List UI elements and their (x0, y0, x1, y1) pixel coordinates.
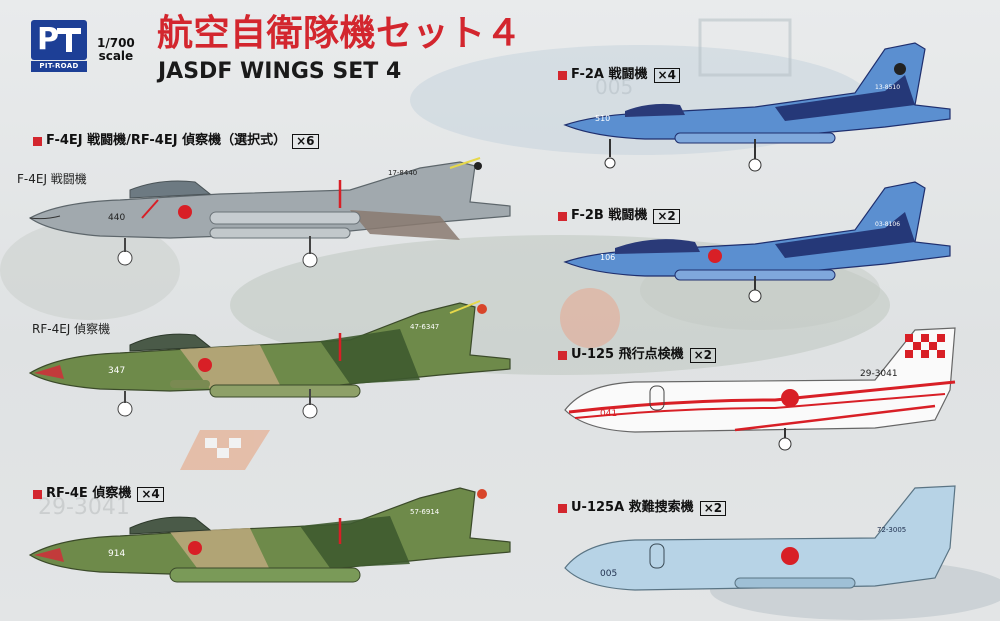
label-u125-text: U-125 飛行点検機 (571, 347, 684, 362)
sub-label-rf4ej-recon: RF-4EJ 偵察機 (32, 322, 111, 336)
label-f4ej: F-4EJ 戦闘機/RF-4EJ 偵察機（選択式） ×6 (33, 133, 319, 149)
red-square-icon (558, 350, 567, 360)
logo-t-icon (57, 28, 81, 52)
rf4e-number: 914 (108, 549, 125, 559)
title-english: JASDF WINGS SET 4 (158, 59, 402, 84)
rf4ej-number: 347 (108, 366, 125, 376)
label-f2a: F-2A 戦闘機 ×4 (558, 67, 680, 83)
qty-f2a: ×4 (653, 67, 680, 83)
f2a-illustration: 510 13-8510 (563, 42, 951, 172)
f2a-number: 510 (595, 114, 610, 123)
f4ej-fighter-number: 440 (108, 213, 125, 223)
f2b-serial: 03-8106 (875, 221, 900, 228)
label-rf4e: RF-4E 偵察機 ×4 (33, 486, 164, 502)
logo-brand: PIT-ROAD (31, 61, 87, 72)
qty-f2b: ×2 (653, 208, 680, 224)
red-square-icon (558, 503, 567, 513)
label-f4ej-text: F-4EJ 戦闘機/RF-4EJ 偵察機（選択式） (46, 133, 287, 148)
label-rf4e-text: RF-4E 偵察機 (46, 486, 132, 501)
rf4ej-recon-illustration: 347 47-6347 (28, 300, 511, 419)
red-square-icon (558, 211, 567, 221)
red-square-icon (33, 136, 42, 146)
rf4ej-serial: 47-6347 (410, 323, 439, 331)
logo-badge: P (31, 20, 87, 60)
f2b-illustration: 106 03-8106 (563, 181, 951, 303)
label-u125a-text: U-125A 救難捜索機 (571, 500, 694, 515)
scale-ratio: 1/700 (97, 36, 135, 50)
u125-number: 041 (600, 409, 617, 419)
qty-u125a: ×2 (699, 500, 727, 516)
red-square-icon (33, 489, 42, 499)
red-square-icon (558, 70, 567, 80)
logo-mark: P (37, 22, 59, 57)
pit-road-logo: P PIT-ROAD (31, 20, 87, 72)
u125a-illustration: 005 72-3005 (564, 485, 956, 591)
f4ej-fighter-illustration: 440 17-8440 (28, 157, 511, 268)
scale-word: scale (98, 49, 134, 63)
rf4e-recon-illustration: 914 57-6914 (28, 487, 511, 583)
u125-illustration: 041 29-3041 (564, 327, 956, 451)
label-f2a-text: F-2A 戦闘機 (571, 67, 648, 82)
label-u125a: U-125A 救難捜索機 ×2 (558, 500, 727, 516)
label-u125: U-125 飛行点検機 ×2 (558, 347, 717, 363)
sub-label-f4ej-fighter: F-4EJ 戦闘機 (17, 172, 87, 186)
u125a-number: 005 (600, 569, 617, 579)
label-f2b: F-2B 戦闘機 ×2 (558, 208, 680, 224)
background-serial-ghost: 29-3041 (38, 495, 130, 520)
background-number-ghost: 005 (595, 75, 634, 99)
title-japanese: 航空自衛隊機セット４ (157, 13, 523, 54)
qty-u125: ×2 (689, 347, 717, 363)
label-f2b-text: F-2B 戦闘機 (571, 208, 648, 223)
u125-serial: 29-3041 (860, 369, 898, 379)
u125a-serial: 72-3005 (877, 526, 906, 534)
rf4e-serial: 57-6914 (410, 508, 440, 516)
qty-f4ej: ×6 (292, 133, 319, 149)
f4ej-fighter-serial: 17-8440 (388, 169, 417, 177)
f2b-number: 106 (600, 253, 615, 262)
f2a-serial: 13-8510 (875, 84, 900, 91)
scale-label: 1/700 scale (97, 37, 135, 63)
qty-rf4e: ×4 (137, 486, 164, 502)
